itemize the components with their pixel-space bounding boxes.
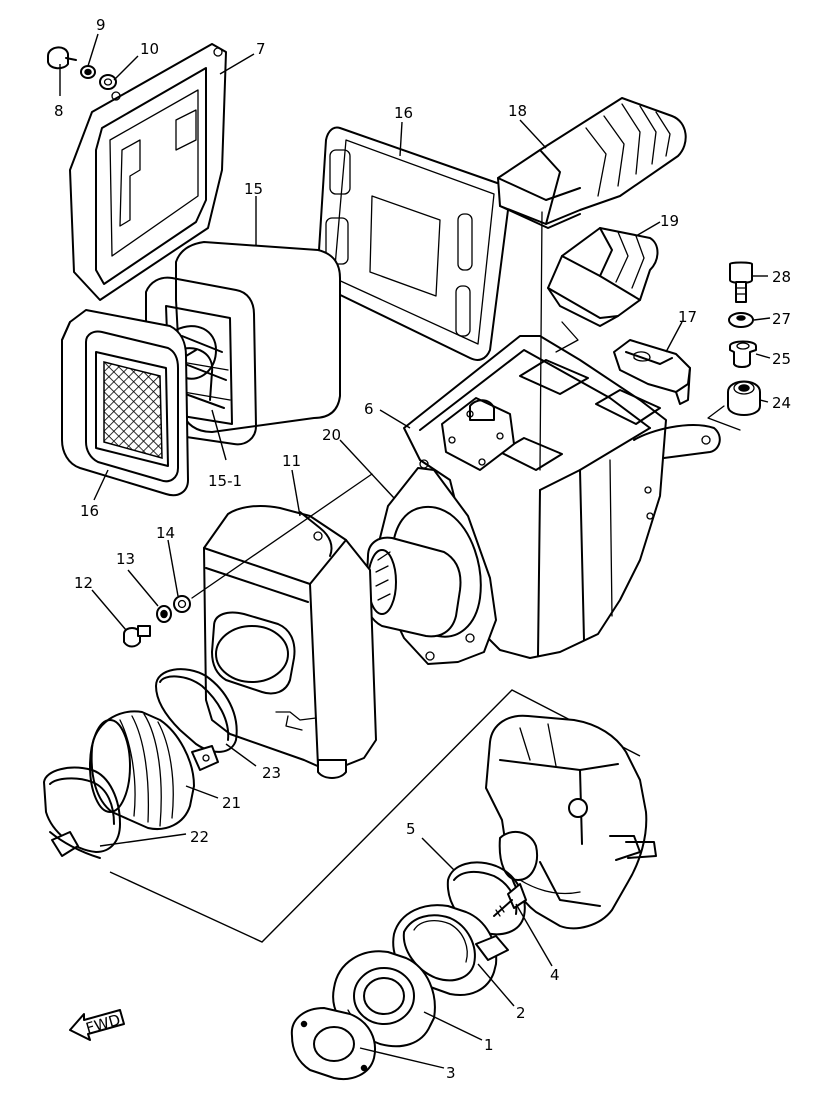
lock-washer-9-part — [80, 65, 96, 79]
callout-10: 10 — [140, 40, 159, 58]
leader-lines — [59, 33, 771, 1069]
small-duct-part — [547, 227, 659, 327]
callout-15-1: 15-1 — [208, 472, 242, 490]
fwd-label: FWD — [84, 1011, 123, 1038]
collar-26-part — [729, 340, 757, 368]
bolt-27-part — [729, 261, 753, 303]
callout-25: 24 — [772, 394, 791, 412]
air-filter-element-part — [145, 241, 341, 446]
forward-direction-marker: FWD — [69, 1009, 125, 1041]
screw-axis-line — [191, 473, 373, 599]
grommet-25-part — [727, 380, 761, 416]
callout-20: 19 — [660, 212, 679, 230]
clamp-24-part — [155, 668, 238, 771]
callout-8: 8 — [54, 102, 64, 120]
air-box-case-part — [203, 505, 377, 779]
callout-9: 9 — [96, 16, 106, 34]
intake-duct-part — [497, 97, 687, 229]
callout-11: 11 — [282, 452, 301, 470]
callout-19: 18 — [508, 102, 527, 120]
callout-18: 17 — [678, 308, 697, 326]
callout-2: 2 — [516, 1004, 526, 1022]
assembly-guide-line — [707, 405, 741, 431]
callout-7: 7 — [256, 40, 266, 58]
callout-28: 27 — [772, 310, 791, 328]
filter-guide-part — [61, 309, 197, 497]
bracket-part — [613, 339, 691, 405]
screw-4-part — [493, 883, 527, 917]
callout-5: 5 — [406, 820, 416, 838]
gasket-plate-part — [317, 126, 510, 361]
callout-15: 15 — [244, 180, 263, 198]
gasket-3-part — [290, 1007, 376, 1080]
callout-23: 22 — [190, 828, 209, 846]
clamp-23-part — [43, 766, 121, 859]
air-box-body-part — [403, 335, 721, 659]
callout-3: 3 — [446, 1064, 456, 1082]
callout-6: 6 — [364, 400, 374, 418]
callout-21: 20 — [322, 426, 341, 444]
washer-28-part — [728, 312, 754, 328]
callout-1: 1 — [484, 1036, 494, 1054]
air-box-cover-part — [69, 43, 227, 301]
washer-13-part — [156, 605, 172, 623]
callout-labels: 9 10 7 8 16 18 15 19 28 27 17 25 24 6 20… — [54, 16, 791, 1082]
callout-26: 25 — [772, 350, 791, 368]
screw-8-part — [47, 46, 77, 70]
callout-16: 16 — [80, 502, 99, 520]
callout-22: 21 — [222, 794, 241, 812]
callout-13: 13 — [116, 550, 135, 568]
callout-27: 28 — [772, 268, 791, 286]
callout-14: 14 — [156, 524, 175, 542]
callout-17: 16 — [394, 104, 413, 122]
carburetor-part — [485, 714, 657, 930]
screw-12-part — [123, 625, 151, 648]
air-box-joint-part — [365, 459, 497, 665]
callout-24: 23 — [262, 764, 281, 782]
callout-12: 12 — [74, 574, 93, 592]
washer-14-part — [173, 595, 191, 613]
washer-10-part — [99, 74, 117, 90]
callout-4: 4 — [550, 966, 560, 984]
